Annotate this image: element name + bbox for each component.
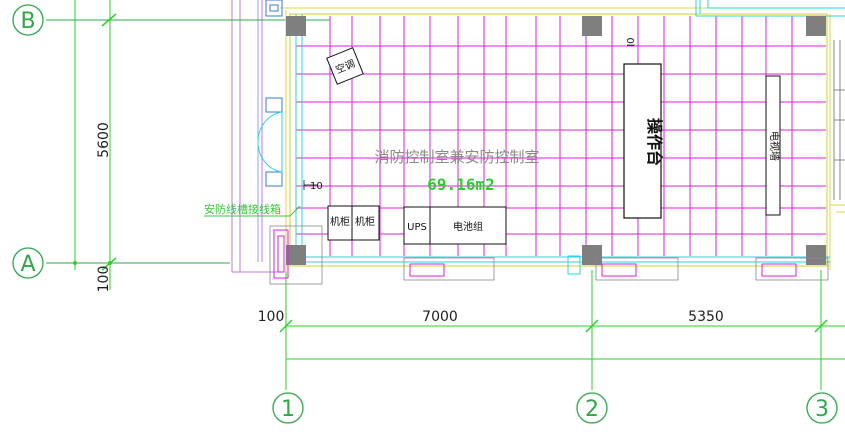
wall-tag: 10 — [303, 180, 323, 192]
cable-shaft-annotation: 安防线槽接线箱 — [204, 202, 301, 217]
dim-span-1-2: 7000 — [422, 309, 458, 325]
svg-text:机柜: 机柜 — [355, 215, 375, 228]
axis-bubble-1: 1 — [272, 392, 304, 424]
svg-text:机柜: 机柜 — [330, 215, 350, 228]
structural-columns — [286, 16, 826, 265]
svg-text:A: A — [20, 252, 35, 277]
axis-bubble-2: 2 — [576, 392, 608, 424]
door-tag: 0l — [624, 37, 635, 46]
axis-lines — [46, 0, 845, 390]
ups-unit: UPS — [403, 206, 431, 245]
room-area: 69.16m2 — [427, 175, 494, 194]
axis-bubble-3: 3 — [806, 392, 838, 424]
svg-text:1: 1 — [281, 397, 295, 422]
dim-vertical-offset: 100 — [96, 266, 112, 293]
cabinet-1: 机柜 — [327, 205, 353, 241]
dim-span-2-3: 5350 — [688, 309, 724, 325]
operation-console: 操作台 — [623, 63, 664, 219]
dim-horizontal-offset: 100 — [258, 309, 285, 325]
dimension-ticks — [73, 13, 828, 333]
cabinet-2: 机柜 — [351, 205, 380, 241]
svg-text:安防线槽接线箱: 安防线槽接线箱 — [204, 202, 281, 216]
battery-bank: 电池组 — [429, 206, 507, 245]
room-name: 消防控制室兼安防控制室 — [374, 148, 539, 166]
svg-text:操作台: 操作台 — [645, 118, 664, 166]
svg-text:10: 10 — [310, 181, 323, 192]
bottom-window-units — [403, 255, 829, 281]
axis-bubble-b: B — [12, 4, 44, 36]
svg-text:3: 3 — [815, 397, 829, 422]
dim-vertical-span: 5600 — [96, 122, 112, 158]
svg-text:B: B — [20, 9, 35, 34]
svg-text:电视墙: 电视墙 — [768, 131, 781, 161]
air-conditioner: 空调 — [326, 47, 364, 85]
left-wall-details — [257, 0, 323, 285]
svg-text:2: 2 — [585, 397, 599, 422]
right-shaft — [830, 40, 845, 213]
axis-bubble-a: A — [12, 247, 44, 279]
svg-text:UPS: UPS — [407, 222, 427, 233]
svg-text:电池组: 电池组 — [453, 220, 483, 233]
left-guide-lines — [231, 0, 280, 273]
tv-wall: 电视墙 — [765, 75, 781, 216]
